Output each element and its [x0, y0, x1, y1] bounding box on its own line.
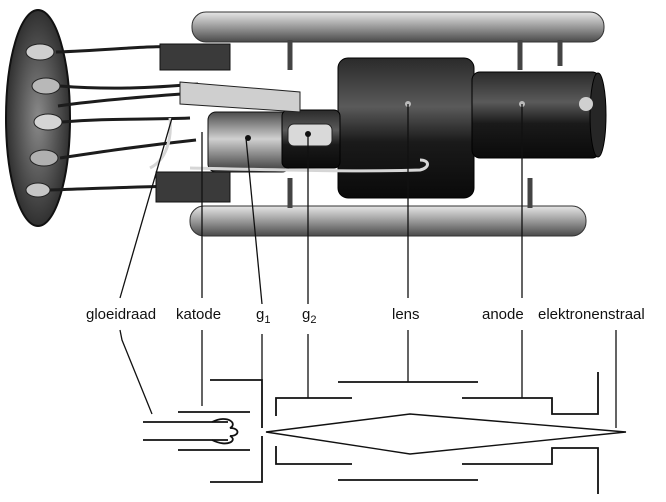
label-elektronenstraal: elektronenstraal: [538, 307, 645, 322]
base-pin: [26, 183, 50, 197]
mount-block: [156, 172, 230, 202]
lens-cylinder: [338, 58, 474, 198]
mount-bracket: [180, 82, 300, 112]
anode-end: [590, 73, 606, 157]
mount-block: [160, 44, 230, 70]
label-g1-sub: 1: [264, 314, 270, 326]
g1-top: [210, 380, 262, 428]
g2-bottom: [276, 446, 352, 464]
base-pin: [34, 114, 62, 130]
label-katode: katode: [176, 307, 221, 322]
label-g2: g2: [302, 307, 316, 322]
anode-bottom: [462, 448, 598, 494]
g2-top: [276, 398, 352, 416]
support-rod: [190, 206, 586, 236]
schematic: [143, 372, 626, 494]
anode-top: [462, 372, 598, 414]
label-g1: g1: [256, 307, 270, 322]
base-pin: [32, 78, 60, 94]
label-gloeidraad: gloeidraad: [86, 307, 156, 322]
anode-cylinder: [472, 72, 600, 158]
schematic-leaders: [120, 330, 616, 428]
electron-gun-photo: [6, 10, 606, 236]
base-pin: [26, 44, 54, 60]
support-rod: [192, 12, 604, 42]
label-anode: anode: [482, 307, 524, 322]
leader-gloeidraad-down: [120, 330, 152, 414]
base-pin: [30, 150, 58, 166]
label-g2-sub: 2: [310, 314, 316, 326]
anode-end-highlight: [579, 97, 593, 111]
label-lens: lens: [392, 307, 420, 322]
